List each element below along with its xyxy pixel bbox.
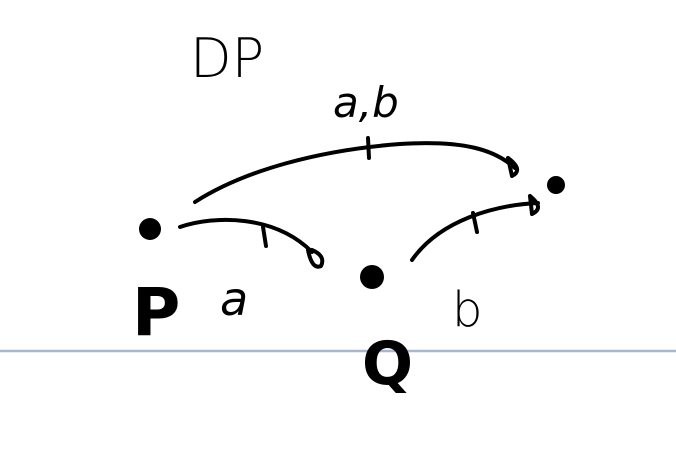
edge-a-tick (261, 225, 268, 248)
edge-b-tick (471, 211, 479, 234)
node-p-label: P (132, 274, 180, 351)
edge-a-curve (178, 217, 314, 254)
node-target-dot (547, 176, 565, 194)
edge-b-label: b (452, 282, 482, 338)
node-q-label: Q (362, 329, 413, 399)
edge-a-arrowhead (306, 248, 325, 269)
edge-ab-arrowhead (506, 156, 520, 178)
node-p-dot (139, 218, 161, 240)
node-q-dot (360, 265, 384, 289)
edge-b-arrowhead (528, 194, 540, 216)
edge-ab-tick (366, 136, 371, 160)
edge-a-label: a (220, 272, 248, 326)
edge-b-curve (410, 201, 540, 262)
edge-ab-curve (193, 141, 517, 204)
edge-ab-label: a,b (333, 78, 399, 127)
diagram-title: DP (190, 27, 264, 90)
